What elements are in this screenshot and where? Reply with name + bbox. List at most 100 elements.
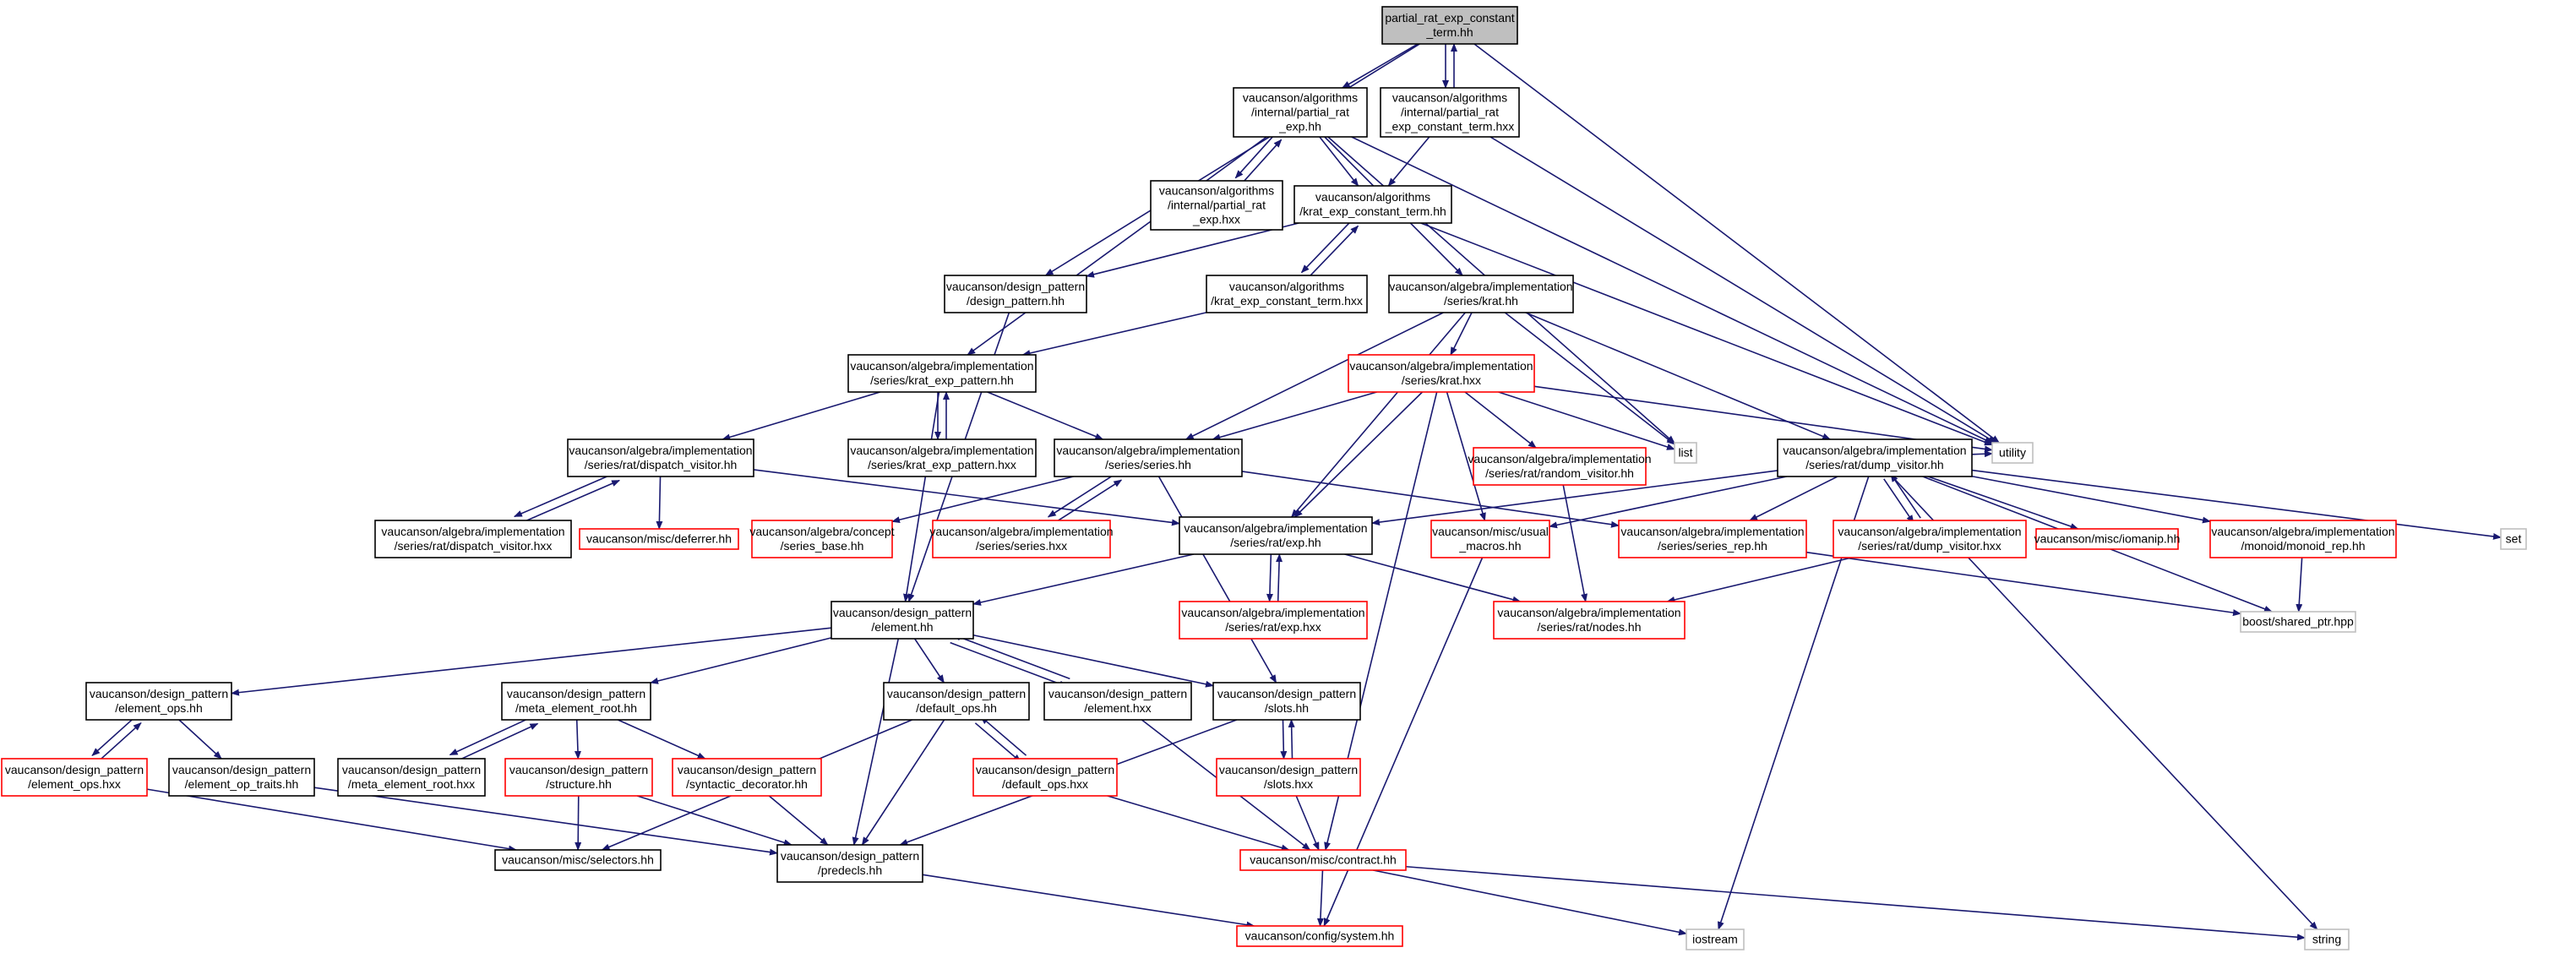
edge-series_hh-to-series_base [891,476,1074,524]
node-slots_hh[interactable]: vaucanson/design_pattern/slots.hh [1212,682,1361,721]
node-predecls[interactable]: vaucanson/design_pattern/predecls.hh [776,844,923,883]
node-label-element_ops_hxx-line-0: vaucanson/design_pattern [5,763,144,776]
node-system[interactable]: vaucanson/config/system.hh [1236,925,1403,947]
node-iomanip[interactable]: vaucanson/misc/iomanip.hh [2034,528,2181,550]
edge-krat_hxx-to-list [1498,391,1675,450]
node-contract[interactable]: vaucanson/misc/contract.hh [1239,849,1407,871]
node-label-element_hh-line-1: /element.hh [871,620,933,634]
node-root: partial_rat_exp_constant_term.hh [1381,6,1518,45]
node-box-slots_hxx [1216,758,1361,797]
edge-mer_hh-to-syntactic_dec [618,719,706,760]
node-kct_hxx[interactable]: vaucanson/algorithms/krat_exp_constant_t… [1206,275,1368,313]
node-krat_hh[interactable]: vaucanson/algebra/implementation/series/… [1388,275,1574,313]
node-element_hxx[interactable]: vaucanson/design_pattern/element.hxx [1043,682,1192,721]
node-label-slots_hxx-line-0: vaucanson/design_pattern [1219,763,1358,776]
node-element_ops_hh[interactable]: vaucanson/design_pattern/element_ops.hh [85,682,232,721]
node-label-monoid_rep-line-1: /monoid/monoid_rep.hh [2241,539,2365,553]
node-label-root-line-1: _term.hh [1425,25,1473,39]
node-pre_hh[interactable]: vaucanson/algorithms/internal/partial_ra… [1233,87,1368,138]
node-kct_hh[interactable]: vaucanson/algorithms/krat_exp_constant_t… [1293,185,1452,224]
node-krat_hxx[interactable]: vaucanson/algebra/implementation/series/… [1348,354,1535,393]
node-series_hh[interactable]: vaucanson/algebra/implementation/series/… [1054,438,1243,477]
node-nodes_hh[interactable]: vaucanson/algebra/implementation/series/… [1493,601,1686,640]
node-string: string [2304,928,2350,950]
node-dv_hh[interactable]: vaucanson/algebra/implementation/series/… [567,438,754,477]
node-eot_hh[interactable]: vaucanson/design_pattern/element_op_trai… [168,758,315,797]
node-utility: utility [1991,442,2034,464]
node-box-series_hxx [932,520,1111,558]
edge-exp_hh-to-nodes_hh [1344,553,1522,603]
node-structure_hh[interactable]: vaucanson/design_pattern/structure.hh [504,758,653,797]
node-pre_hxx[interactable]: vaucanson/algorithms/internal/partial_ra… [1150,180,1283,231]
node-box-shared_ptr [2240,611,2356,633]
node-mer_hxx[interactable]: vaucanson/design_pattern/meta_element_ro… [337,758,486,797]
edges-layer [91,43,2502,941]
node-series_hxx[interactable]: vaucanson/algebra/implementation/series/… [929,520,1114,558]
node-box-kep_hh [847,354,1037,393]
node-slots_hxx[interactable]: vaucanson/design_pattern/slots.hxx [1216,758,1361,797]
node-box-monoid_rep [2209,520,2397,558]
edge-exp_hh-to-exp_hxx [1266,553,1273,602]
edge-slots_hxx-to-slots_hh [1288,718,1295,759]
node-default_ops_hxx[interactable]: vaucanson/design_pattern/default_ops.hxx [972,758,1118,797]
node-series_base[interactable]: vaucanson/algebra/concept/series_base.hh [749,520,895,558]
node-mer_hh[interactable]: vaucanson/design_pattern/meta_element_ro… [501,682,651,721]
node-box-pre_hh [1233,87,1368,138]
node-shared_ptr: boost/shared_ptr.hpp [2240,611,2356,633]
edge-dump_hh-to-monoid_rep [1971,475,2211,524]
node-monoid_rep[interactable]: vaucanson/algebra/implementation/monoid/… [2209,520,2397,558]
node-element_ops_hxx[interactable]: vaucanson/design_pattern/element_ops.hxx [1,758,148,797]
node-selectors[interactable]: vaucanson/misc/selectors.hh [494,849,662,871]
edge-element_ops_hxx-to-element_ops_hh [97,722,142,763]
node-box-root [1381,6,1518,45]
node-kep_hh[interactable]: vaucanson/algebra/implementation/series/… [847,354,1037,393]
node-series_rep[interactable]: vaucanson/algebra/implementation/series/… [1618,520,1807,558]
node-label-dv_hh-line-1: /series/rat/dispatch_visitor.hh [585,458,738,471]
node-deferrer[interactable]: vaucanson/misc/deferrer.hh [579,528,739,550]
node-element_hh[interactable]: vaucanson/design_pattern/element.hh [831,601,974,640]
node-label-usual_macros-line-0: vaucanson/misc/usual [1432,525,1549,538]
node-syntactic_dec[interactable]: vaucanson/design_pattern/syntactic_decor… [672,758,822,797]
edge-exp_hxx-to-exp_hh [1276,553,1283,602]
edge-dv_hxx-to-dv_hh [517,479,621,526]
node-box-iostream [1686,928,1745,950]
node-label-pre_ct_hxx-line-0: vaucanson/algorithms [1392,91,1507,105]
node-label-dump_hh-line-1: /series/rat/dump_visitor.hh [1805,458,1943,471]
node-label-syntactic_dec-line-1: /syntactic_decorator.hh [686,777,808,791]
node-kep_hxx[interactable]: vaucanson/algebra/implementation/series/… [847,438,1037,477]
edge-series_hxx-to-series_hh [1052,479,1123,525]
edge-contract-to-string [1405,865,2306,941]
node-usual_macros[interactable]: vaucanson/misc/usual_macros.hh [1430,520,1550,558]
node-dp_hh[interactable]: vaucanson/design_pattern/design_pattern.… [944,275,1087,313]
node-box-contract [1239,849,1407,871]
node-label-default_ops_hh-line-1: /default_ops.hh [916,701,997,715]
node-box-selectors [494,849,662,871]
edge-eot_hh-to-predecls [313,787,778,856]
node-label-list-line-0: list [1678,446,1692,460]
node-box-list [1674,442,1697,464]
edge-krat_hh-to-exp_hh [1291,312,1466,518]
node-box-set [2500,528,2527,550]
node-box-system [1236,925,1403,947]
node-label-pre_hh-line-2: _exp.hh [1278,120,1321,133]
edge-krat_hh-to-series_hh [1185,312,1444,440]
node-rv_hh[interactable]: vaucanson/algebra/implementation/series/… [1468,447,1652,486]
node-label-structure_hh-line-0: vaucanson/design_pattern [509,763,648,776]
node-exp_hh[interactable]: vaucanson/algebra/implementation/series/… [1179,516,1373,555]
edge-dv_hh-to-deferrer [656,476,663,530]
node-dump_hh[interactable]: vaucanson/algebra/implementation/series/… [1777,438,1973,477]
node-exp_hxx[interactable]: vaucanson/algebra/implementation/series/… [1179,601,1368,640]
edge-pre_hh-to-kct_hh [1319,136,1359,187]
node-label-string-line-0: string [2312,933,2341,946]
node-box-element_hh [831,601,974,640]
edge-dump_hh-to-iomanip [1927,476,2079,530]
node-label-mer_hxx-line-1: /meta_element_root.hxx [348,777,475,791]
node-dump_hxx[interactable]: vaucanson/algebra/implementation/series/… [1833,520,2027,558]
node-label-rv_hh-line-1: /series/rat/random_visitor.hh [1485,466,1634,480]
node-box-dv_hh [567,438,754,477]
node-pre_ct_hxx[interactable]: vaucanson/algorithms/internal/partial_ra… [1380,87,1520,138]
node-dv_hxx[interactable]: vaucanson/algebra/implementation/series/… [374,520,572,558]
node-label-nodes_hh-line-1: /series/rat/nodes.hh [1538,620,1642,634]
node-default_ops_hh[interactable]: vaucanson/design_pattern/default_ops.hh [883,682,1030,721]
